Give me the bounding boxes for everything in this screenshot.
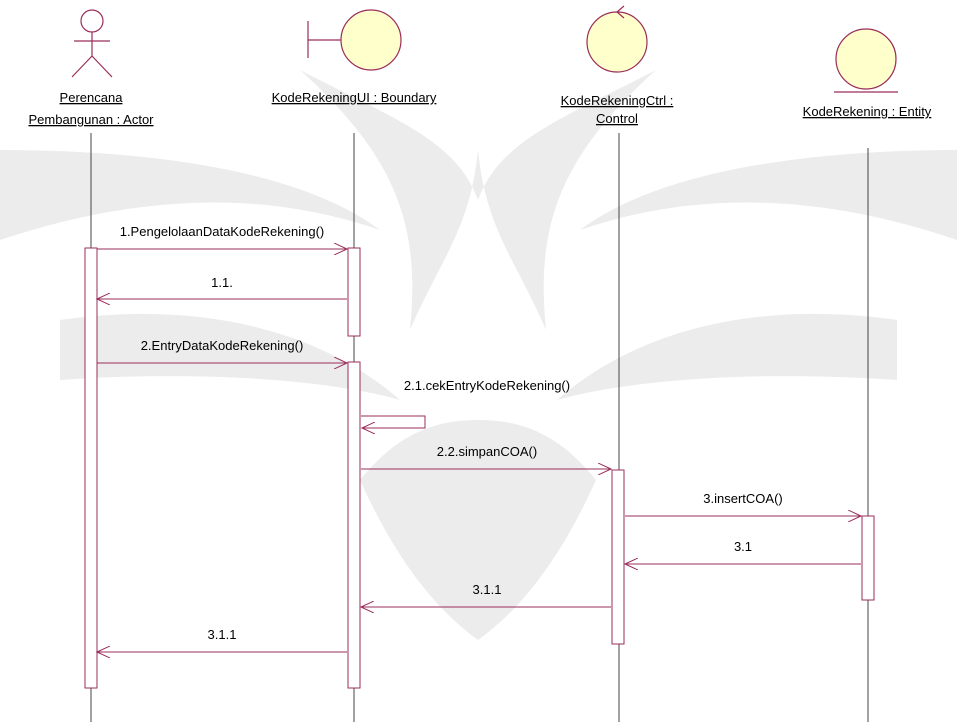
object-label-actor-line2: Pembangunan : Actor — [28, 112, 154, 127]
messages — [97, 249, 861, 652]
activation-boundary-2 — [347, 361, 361, 689]
message-label-3: 3.insertCOA() — [703, 491, 782, 506]
object-label-control-line2: Control — [596, 111, 638, 126]
actor-icon — [71, 9, 113, 78]
message-label-2: 2.EntryDataKodeRekening() — [141, 338, 304, 353]
activation-boundary-1 — [347, 247, 361, 337]
object-label-actor-line1: Perencana — [60, 90, 124, 105]
object-label-entity: KodeRekening : Entity — [803, 104, 932, 119]
entity-icon — [834, 28, 898, 93]
message-label-1-1: 1.1. — [211, 275, 233, 290]
message-arrow-2-1-self — [361, 415, 426, 428]
message-label-2-2: 2.2.simpanCOA() — [437, 444, 537, 459]
message-label-2-1: 2.1.cekEntryKodeRekening() — [404, 378, 570, 393]
activations — [84, 247, 875, 689]
object-label-control-line1: KodeRekeningCtrl : — [561, 93, 674, 108]
watermark — [0, 70, 957, 640]
message-label-3-1-1-ui: 3.1.1 — [208, 627, 237, 642]
control-icon — [586, 5, 648, 73]
activation-actor — [84, 247, 98, 689]
activation-control — [611, 469, 625, 645]
message-label-3-1: 3.1 — [734, 539, 752, 554]
object-label-boundary: KodeRekeningUI : Boundary — [272, 90, 437, 105]
message-label-1: 1.PengelolaanDataKodeRekening() — [120, 224, 325, 239]
activation-entity — [861, 515, 875, 601]
boundary-icon — [307, 9, 402, 71]
message-label-3-1-1-ctrl: 3.1.1 — [473, 582, 502, 597]
